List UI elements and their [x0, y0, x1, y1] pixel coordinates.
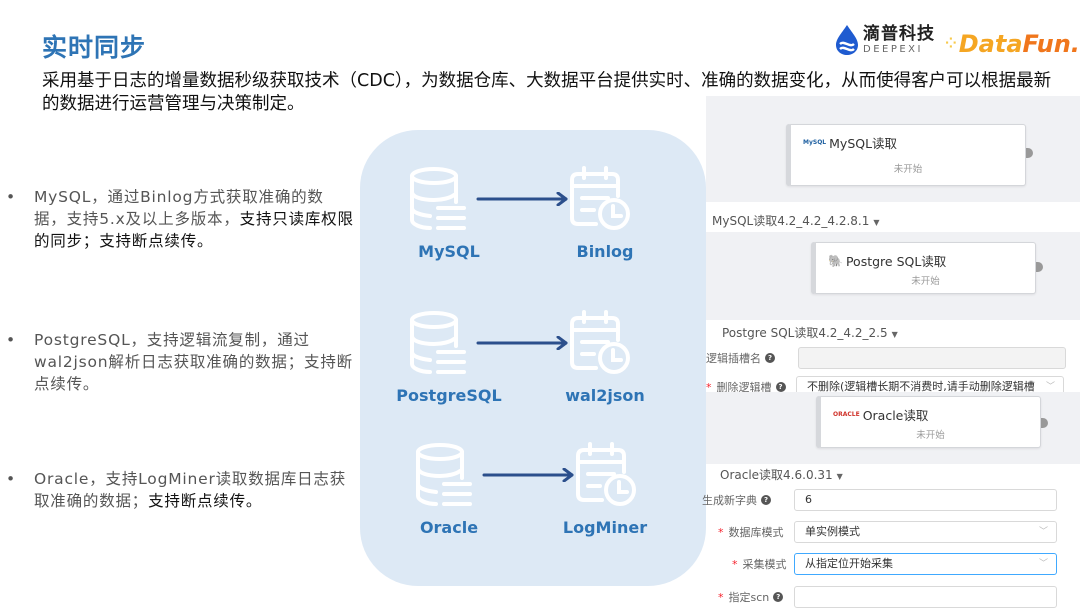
node-output-port[interactable] [1026, 148, 1033, 158]
caret-down-icon: ▼ [873, 218, 880, 227]
node-output-port[interactable] [1036, 262, 1043, 272]
calendar-clock-icon [570, 166, 630, 230]
postgres-read-node[interactable]: 🐘Postgre SQL读取 未开始 [811, 242, 1036, 294]
form-row-database-mode: * 数据库模式 单实例模式 ﹀ [706, 521, 1080, 543]
deepexi-logo-en: DEEPEXI [863, 43, 923, 55]
datafun-dots-icon: ⁘ [945, 36, 957, 52]
flow-target-label: wal2json [565, 386, 645, 405]
new-dictionary-input[interactable]: 6 [794, 489, 1057, 511]
field-label: 采集模式 [742, 558, 787, 571]
help-icon[interactable]: ? [773, 592, 784, 602]
arrow-icon [476, 192, 568, 206]
select-value: 单实例模式 [805, 525, 860, 538]
required-marker: * [732, 557, 738, 571]
feature-text: PostgreSQL，支持逻辑流复制，通过wal2json解析日志获取准确的数据… [34, 331, 353, 393]
version-label: Postgre SQL读取4.2_4.2_2.5 [722, 326, 888, 340]
slot-name-input[interactable] [798, 347, 1066, 369]
form-row-collect-mode: * 采集模式 从指定位开始采集 ﹀ [706, 553, 1080, 575]
form-row-scn: * 指定scn? [706, 586, 1080, 608]
form-row-slot-name: 逻辑插槽名? [706, 347, 1080, 369]
flow-oracle-logminer: Oracle LogMiner [360, 442, 706, 542]
oracle-logo-icon: ORACLE [833, 411, 860, 418]
page-subtitle: 采用基于日志的增量数据秒级获取技术（CDC），为数据仓库、大数据平台提供实时、准… [42, 71, 1052, 114]
chevron-down-icon: ﹀ [1038, 559, 1048, 569]
field-label: 删除逻辑槽 [716, 381, 772, 394]
cdc-flow-diagram: MySQL Binlog PostgreSQL wal2json Oracle … [360, 130, 706, 586]
required-marker: * [718, 590, 724, 604]
feature-text-strong: 支持断点续传。 [148, 492, 263, 510]
database-icon [416, 443, 472, 506]
version-label: MySQL读取4.2_4.2_4.2.8.1 [712, 214, 870, 228]
version-label: Oracle读取4.6.0.31 [720, 468, 833, 482]
deepexi-logo-cn: 滴普科技 [863, 23, 935, 44]
node-status: 未开始 [916, 430, 945, 441]
caret-down-icon: ▼ [836, 472, 843, 481]
mysql-logo-icon: MySQL [803, 139, 827, 146]
field-label: 生成新字典 [702, 494, 757, 507]
select-value: 从指定位开始采集 [805, 557, 893, 570]
feature-text: Oracle，支持LogMiner读取数据库日志获取准确的数据； [34, 470, 347, 510]
postgres-canvas: 🐘Postgre SQL读取 未开始 [706, 232, 1080, 320]
scn-input[interactable] [794, 586, 1057, 608]
arrow-icon [482, 468, 574, 482]
required-marker: * [718, 525, 724, 539]
flow-target-label: Binlog [576, 242, 634, 261]
feature-text: MySQL，通过Binlog方式获取准确的数据，支持5.x及以上多版本， [34, 188, 324, 228]
flow-postgresql-wal2json: PostgreSQL wal2json [360, 310, 706, 410]
oracle-version-dropdown[interactable]: Oracle读取4.6.0.31▼ [720, 466, 843, 483]
collect-mode-select[interactable]: 从指定位开始采集 ﹀ [794, 553, 1057, 575]
help-icon[interactable]: ? [775, 382, 786, 392]
flow-target-label: LogMiner [562, 518, 648, 537]
select-value: 不删除(逻辑槽长期不消费时,请手动删除逻辑槽 [807, 380, 1035, 393]
node-status: 未开始 [911, 276, 940, 287]
form-row-new-dictionary: 生成新字典? 6 [702, 489, 1080, 511]
help-icon[interactable]: ? [761, 495, 771, 505]
node-output-port[interactable] [1041, 418, 1048, 428]
node-title: Oracle读取 [862, 408, 929, 423]
flow-source-label: PostgreSQL [396, 386, 502, 405]
caret-down-icon: ▼ [891, 330, 898, 339]
deepexi-logo: 滴普科技 DEEPEXI [835, 24, 935, 56]
field-label: 逻辑插槽名 [706, 352, 761, 365]
field-label: 指定scn [728, 591, 770, 604]
mysql-version-dropdown[interactable]: MySQL读取4.2_4.2_4.2.8.1▼ [712, 212, 880, 229]
datafun-logo-data: Data [958, 30, 1023, 58]
database-mode-select[interactable]: 单实例模式 ﹀ [794, 521, 1057, 543]
field-label: 数据库模式 [728, 526, 784, 539]
database-icon [410, 311, 466, 374]
flow-source-label: MySQL [418, 242, 480, 261]
postgres-version-dropdown[interactable]: Postgre SQL读取4.2_4.2_2.5▼ [722, 324, 898, 341]
bullet-marker: • [6, 470, 16, 488]
help-icon[interactable]: ? [765, 353, 775, 363]
arrow-icon [476, 336, 568, 350]
postgres-logo-icon: 🐘 [828, 253, 843, 268]
page-title: 实时同步 [42, 33, 147, 62]
required-marker: * [706, 380, 712, 394]
chevron-down-icon: ﹀ [1045, 382, 1055, 392]
deepexi-drop-icon [836, 25, 858, 55]
calendar-clock-icon [576, 442, 636, 506]
chevron-down-icon: ﹀ [1038, 527, 1048, 537]
feature-text-strong: 支持只读库权限的同步；支持断点续传。 [34, 210, 354, 250]
flow-source-label: Oracle [419, 518, 479, 537]
node-status: 未开始 [893, 164, 923, 175]
database-icon [410, 167, 466, 230]
datafun-logo-fun: Fun. [1022, 30, 1080, 58]
calendar-clock-icon [570, 310, 630, 374]
bullet-marker: • [6, 188, 16, 206]
bullet-marker: • [6, 331, 16, 349]
node-title: MySQL读取 [829, 136, 898, 151]
flow-mysql-binlog: MySQL Binlog [360, 166, 706, 266]
node-title: Postgre SQL读取 [845, 254, 947, 269]
